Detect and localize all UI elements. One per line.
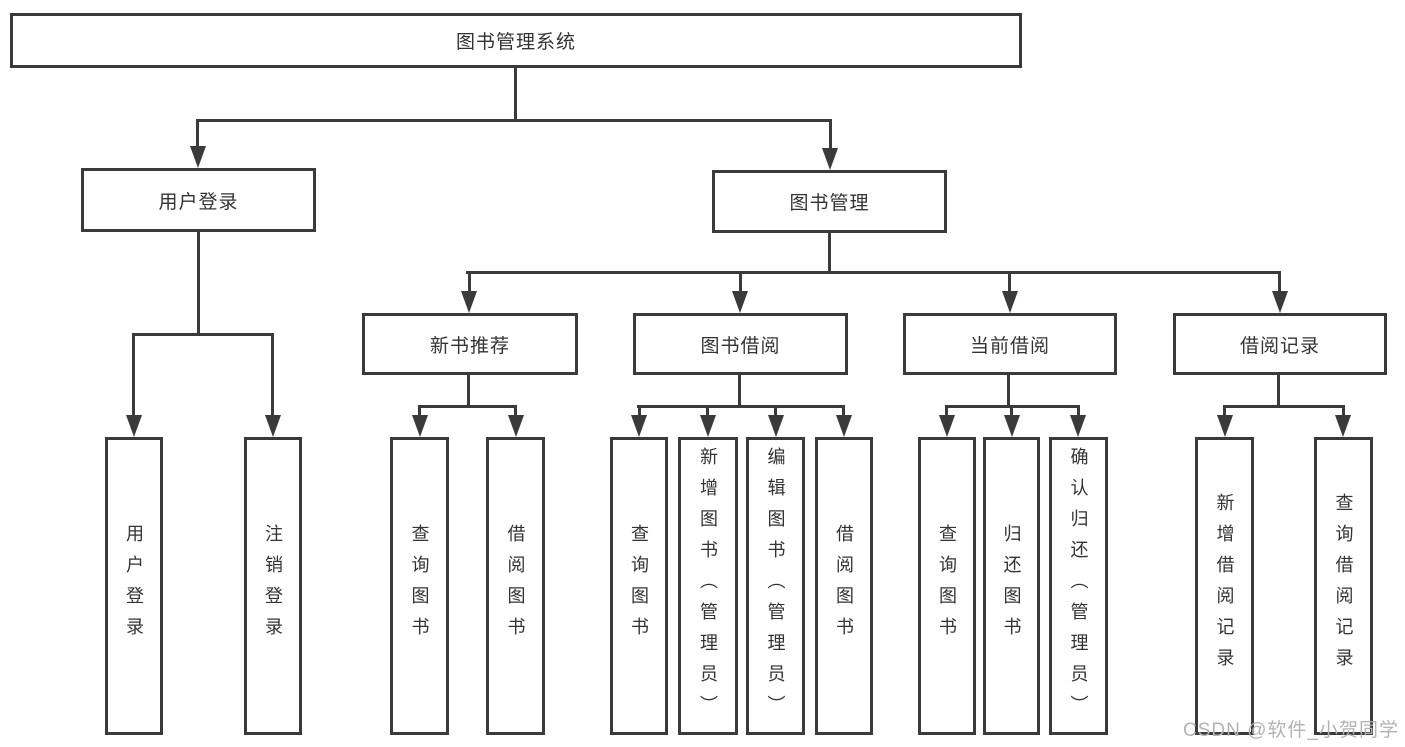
node-borrow-records-label: 借阅记录 <box>1239 335 1320 357</box>
connector-line <box>706 405 709 418</box>
leaf-borrow-books-recommend-label: 借阅图书 <box>505 524 526 648</box>
arrow-down <box>190 146 206 168</box>
leaf-add-book-admin-label: 新增图书（管理员） <box>698 446 718 726</box>
arrow-down <box>700 415 716 437</box>
arrow-down <box>1217 415 1233 437</box>
connector-line <box>774 405 777 418</box>
arrow-down <box>265 415 281 437</box>
leaf-borrow-books-recommend: 借阅图书 <box>486 437 545 735</box>
leaf-user-login-label: 用户登录 <box>124 524 144 648</box>
node-new-book-recommend-label: 新书推荐 <box>429 335 510 357</box>
arrow-down <box>1070 415 1086 437</box>
connector-line <box>418 405 421 418</box>
leaf-query-books-borrow: 查询图书 <box>610 437 668 735</box>
arrow-down <box>1335 415 1351 437</box>
leaf-query-books-recommend-label: 查询图书 <box>409 524 430 648</box>
leaf-add-borrow-record: 新增借阅记录 <box>1195 437 1254 735</box>
leaf-query-borrow-record: 查询借阅记录 <box>1314 437 1373 735</box>
node-user-login-label: 用户登录 <box>158 191 239 213</box>
connector-line <box>945 405 948 418</box>
leaf-borrow-books-label: 借阅图书 <box>834 524 854 648</box>
connector-line <box>1342 405 1345 418</box>
connector-line <box>828 233 831 273</box>
node-root: 图书管理系统 <box>10 13 1022 68</box>
arrow-down <box>732 291 748 313</box>
connector-line <box>196 119 832 122</box>
connector-line <box>1223 405 1344 408</box>
leaf-confirm-return-admin: 确认归还（管理员） <box>1049 437 1108 735</box>
arrow-down <box>836 415 852 437</box>
connector-line <box>468 271 471 295</box>
arrow-down <box>939 415 955 437</box>
arrow-down <box>1272 291 1288 313</box>
node-book-borrow: 图书借阅 <box>633 313 848 375</box>
leaf-return-books: 归还图书 <box>983 437 1040 735</box>
leaf-confirm-return-admin-label: 确认归还（管理员） <box>1068 446 1089 726</box>
connector-line <box>1010 405 1013 418</box>
node-book-management: 图书管理 <box>712 170 947 233</box>
leaf-user-login: 用户登录 <box>105 437 163 735</box>
leaf-borrow-books: 借阅图书 <box>815 437 873 735</box>
leaf-add-book-admin: 新增图书（管理员） <box>678 437 738 735</box>
arrow-down <box>126 415 142 437</box>
leaf-query-books-recommend: 查询图书 <box>390 437 449 735</box>
arrow-down <box>508 415 524 437</box>
node-current-borrow-label: 当前借阅 <box>969 335 1050 357</box>
arrow-down <box>1004 415 1020 437</box>
connector-line <box>739 271 742 295</box>
node-book-management-label: 图书管理 <box>789 193 870 214</box>
leaf-query-books-current: 查询图书 <box>918 437 976 735</box>
connector-line <box>1278 271 1281 295</box>
connector-line <box>637 405 844 408</box>
connector-line <box>842 405 845 418</box>
node-current-borrow: 当前借阅 <box>903 313 1117 375</box>
connector-line <box>466 271 1281 274</box>
watermark: CSDN @软件_小贺同学 <box>1183 720 1399 741</box>
arrow-down <box>1002 291 1018 313</box>
arrow-down <box>768 415 784 437</box>
node-root-label: 图书管理系统 <box>455 32 576 53</box>
connector-line <box>132 333 274 336</box>
connector-line <box>271 333 274 417</box>
node-new-book-recommend: 新书推荐 <box>362 313 578 375</box>
leaf-query-borrow-record-label: 查询借阅记录 <box>1333 493 1354 679</box>
node-user-login: 用户登录 <box>81 168 316 232</box>
leaf-logout-login-label: 注销登录 <box>263 524 283 648</box>
leaf-logout-login: 注销登录 <box>244 437 302 735</box>
connector-line <box>132 333 135 417</box>
leaf-return-books-label: 归还图书 <box>1001 524 1022 648</box>
connector-line <box>829 119 832 149</box>
connector-line <box>514 405 517 418</box>
connector-line <box>197 232 200 335</box>
arrow-down <box>822 148 838 170</box>
leaf-edit-book-admin: 编辑图书（管理员） <box>746 437 805 735</box>
arrow-down <box>461 291 477 313</box>
connector-line <box>514 68 517 121</box>
connector-line <box>1008 271 1011 295</box>
arrow-down <box>631 415 647 437</box>
node-borrow-records: 借阅记录 <box>1173 313 1387 375</box>
leaf-edit-book-admin-label: 编辑图书（管理员） <box>765 446 786 726</box>
leaf-query-books-current-label: 查询图书 <box>937 524 957 648</box>
arrow-down <box>412 415 428 437</box>
leaf-query-books-borrow-label: 查询图书 <box>629 524 649 648</box>
node-book-borrow-label: 图书借阅 <box>700 335 781 357</box>
connector-line <box>1007 375 1010 407</box>
connector-line <box>418 405 517 408</box>
connector-line <box>196 119 199 149</box>
connector-line <box>467 375 470 407</box>
connector-line <box>638 405 641 418</box>
connector-line <box>1277 375 1280 407</box>
connector-line <box>1223 405 1226 418</box>
connector-line <box>1077 405 1080 418</box>
leaf-add-borrow-record-label: 新增借阅记录 <box>1214 493 1235 679</box>
connector-line <box>738 375 741 407</box>
